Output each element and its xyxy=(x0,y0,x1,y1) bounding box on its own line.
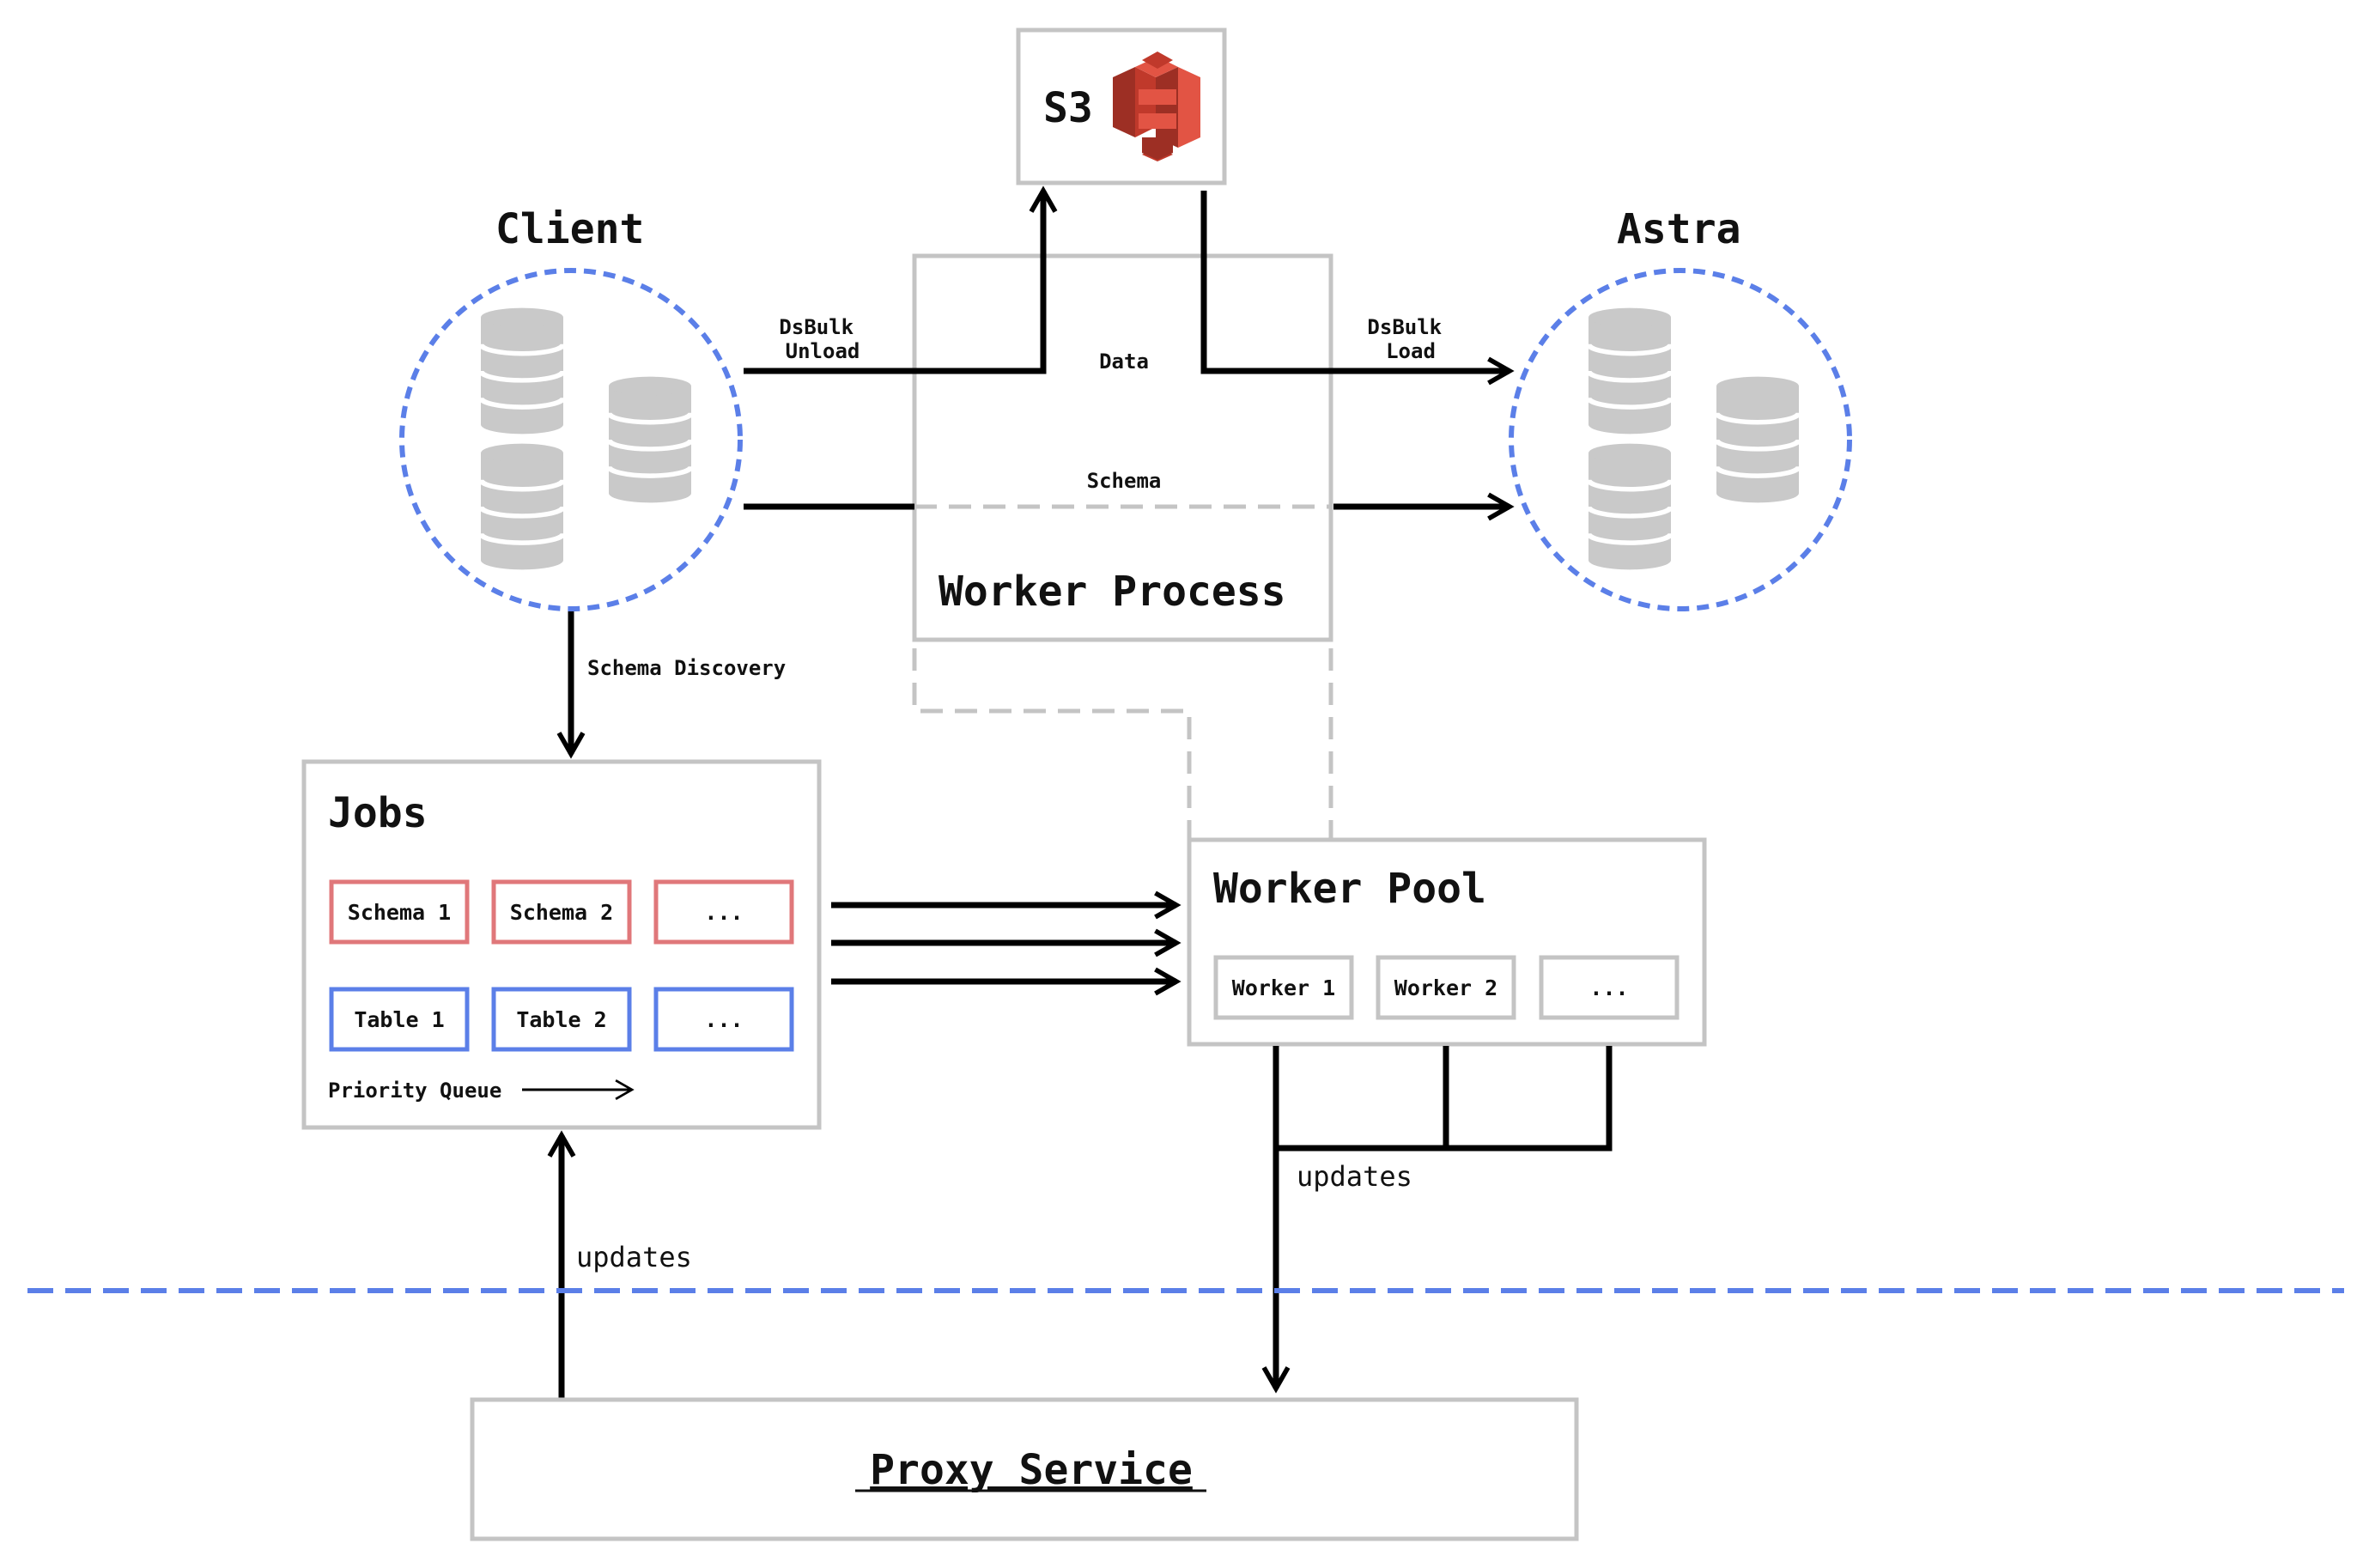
schema-item xyxy=(329,879,470,945)
jobs-title: Jobs xyxy=(328,789,428,837)
schema-item-label: Schema 2 xyxy=(510,900,613,925)
worker-process-label: Worker Process xyxy=(939,568,1286,616)
table-item xyxy=(653,987,794,1052)
worker-item xyxy=(1213,955,1354,1020)
unload-arrow xyxy=(744,185,1058,374)
worker-item-label: Worker 1 xyxy=(1232,975,1335,1000)
priority-queue-label: Priority Queue xyxy=(328,1079,501,1103)
schema-discovery-label: Schema Discovery xyxy=(587,656,786,680)
proxy-service-box xyxy=(470,1397,1579,1541)
worker-item-label: ... xyxy=(1589,975,1628,1000)
dsbulk-unload-label: DsBulk Unload xyxy=(779,315,866,363)
table-queue-row: Table 1 Table 2 ... xyxy=(329,987,794,1052)
data-label: Data xyxy=(1099,349,1149,374)
schema-item-label: Schema 1 xyxy=(348,900,451,925)
table-item xyxy=(491,987,632,1052)
astra-label: Astra xyxy=(1617,205,1741,253)
table-item-label: Table 1 xyxy=(354,1007,444,1032)
worker-pool-title: Worker Pool xyxy=(1213,865,1486,913)
process-pool-link-left xyxy=(912,648,1192,840)
jobs-box xyxy=(301,759,822,1130)
updates-label-right: updates xyxy=(1297,1160,1412,1193)
worker-process-box xyxy=(912,253,1333,642)
schema-label: Schema xyxy=(1087,469,1162,493)
worker-item xyxy=(1539,955,1680,1020)
dsbulk-load-label: DsBulk Load xyxy=(1367,315,1454,363)
client-label: Client xyxy=(495,205,644,253)
schema-item xyxy=(653,879,794,945)
s3-label: S3 xyxy=(1043,84,1093,132)
proxy-service-label: Proxy Service xyxy=(870,1446,1193,1494)
table-item-label: ... xyxy=(704,1007,743,1032)
worker-updates-bus xyxy=(1273,1046,1613,1152)
table-item xyxy=(329,987,470,1052)
s3-bucket-icon xyxy=(1113,52,1200,161)
load-arrow xyxy=(1200,191,1515,386)
worker-item-label: Worker 2 xyxy=(1394,975,1497,1000)
table-item-label: Table 2 xyxy=(516,1007,606,1032)
updates-label-left: updates xyxy=(576,1241,692,1273)
schema-queue-row: Schema 1 Schema 2 ... xyxy=(329,879,794,945)
schema-item xyxy=(491,879,632,945)
worker-item xyxy=(1376,955,1516,1020)
schema-item-label: ... xyxy=(704,900,743,925)
